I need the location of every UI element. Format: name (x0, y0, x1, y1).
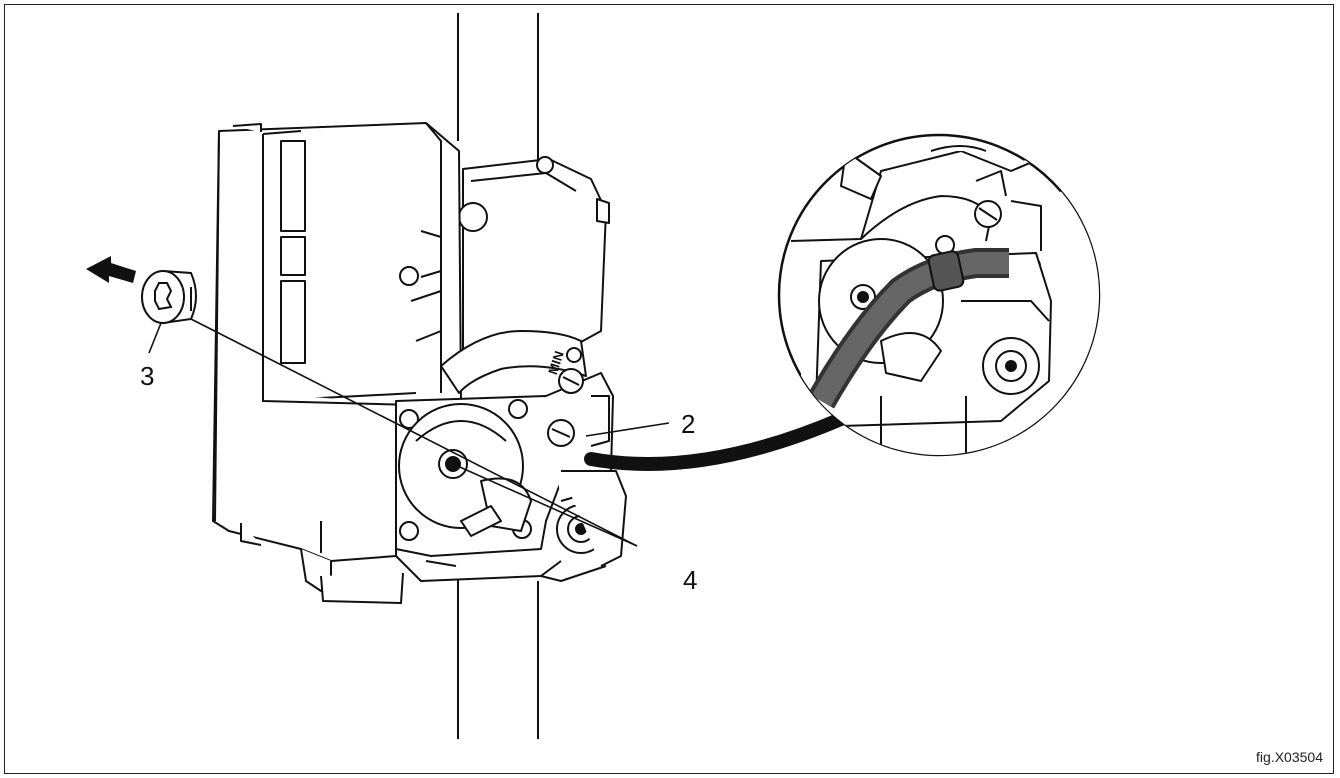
valve-mid-body (440, 330, 587, 394)
callout-4: 4 (683, 565, 698, 595)
figure-frame: MIN (4, 4, 1334, 774)
figure-id-label: fig.X03504 (1256, 749, 1323, 765)
leader-lines (148, 318, 670, 547)
callout-2: 2 (681, 409, 696, 439)
min-engraving: MIN (545, 349, 567, 376)
removal-arrow-icon (86, 256, 136, 283)
valve-rear-housing (458, 156, 610, 362)
gas-valve-illustration: MIN (86, 13, 1101, 739)
screw-3 (141, 269, 197, 325)
connecting-tube (584, 412, 848, 471)
callout-3: 3 (140, 361, 155, 391)
vertical-pipe (457, 13, 539, 739)
detail-view (777, 133, 1101, 457)
valve-block-front (300, 368, 627, 604)
